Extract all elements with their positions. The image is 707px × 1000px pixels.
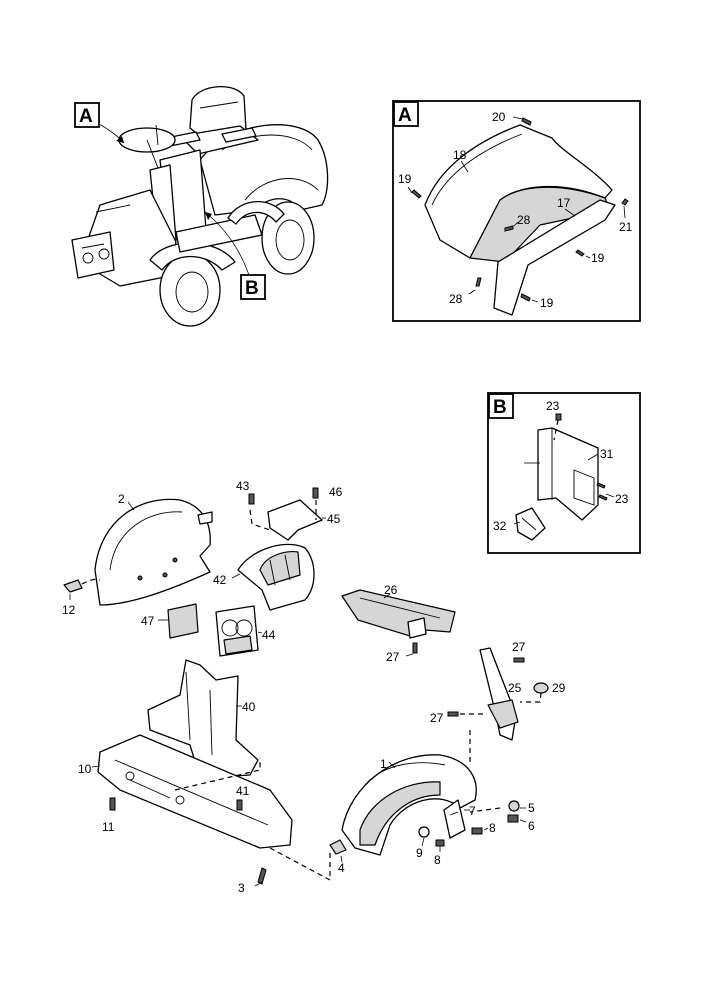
inset-a: A xyxy=(392,100,641,322)
part-12-clip xyxy=(63,578,101,600)
part-label: 43 xyxy=(236,479,250,493)
part-label: 41 xyxy=(236,784,250,798)
callout-b-label: B xyxy=(245,278,259,299)
part-label: 26 xyxy=(384,583,398,597)
part-45-cover xyxy=(249,499,326,541)
part-label: 23 xyxy=(615,492,629,506)
part-label: 44 xyxy=(262,628,276,642)
part-label: 21 xyxy=(619,220,633,234)
part-number-labels: 1 2 3 4 5 6 7 8 8 9 10 11 12 17 18 19 19… xyxy=(62,110,633,895)
part-4-clip xyxy=(329,839,347,863)
part-label: 4 xyxy=(338,861,345,875)
callout-b-overview: B xyxy=(204,211,266,300)
part-label: 27 xyxy=(512,640,526,654)
part-label: 19 xyxy=(540,296,554,310)
callout-a-overview: A xyxy=(74,102,125,144)
part-label: 28 xyxy=(449,292,463,306)
part-40-shroud xyxy=(147,659,259,779)
part-label: 28 xyxy=(517,213,531,227)
screws-43-46 xyxy=(248,487,319,505)
inset-b: B xyxy=(487,392,641,554)
part-label: 9 xyxy=(416,846,423,860)
part-label: 27 xyxy=(386,650,400,664)
callout-a-label: A xyxy=(79,106,93,127)
part-42-cowl xyxy=(231,543,315,611)
part-26-trim xyxy=(341,589,456,657)
part-44-panel xyxy=(215,605,263,657)
tractor-overview xyxy=(71,85,329,327)
part-label: 29 xyxy=(552,681,566,695)
part-label: 3 xyxy=(238,881,245,895)
inset-b-label: B xyxy=(493,397,507,418)
part-label: 6 xyxy=(528,819,535,833)
part-label: 27 xyxy=(430,711,444,725)
part-label: 31 xyxy=(600,447,614,461)
inset-a-label: A xyxy=(398,105,412,126)
part-10-bumper xyxy=(91,734,331,881)
part-label: 20 xyxy=(492,110,506,124)
part-label: 12 xyxy=(62,603,76,617)
part-7-bracket xyxy=(443,799,470,839)
part-label: 40 xyxy=(242,700,256,714)
hardware-5-6-8-9 xyxy=(418,800,527,852)
part-label: 11 xyxy=(102,820,115,834)
part-label: 8 xyxy=(434,853,441,867)
part-label: 25 xyxy=(508,681,522,695)
part-25-rail xyxy=(447,647,549,762)
part-label: 7 xyxy=(469,804,476,818)
part-label: 19 xyxy=(591,251,605,265)
part-label: 18 xyxy=(453,148,467,162)
part-label: 46 xyxy=(329,485,343,499)
part-label: 47 xyxy=(141,614,155,628)
screws-11-41-3 xyxy=(109,797,267,887)
part-label: 10 xyxy=(78,762,92,776)
part-label: 8 xyxy=(489,821,496,835)
part-47-pad xyxy=(158,603,199,639)
part-label: 5 xyxy=(528,801,535,815)
part-1-fender xyxy=(341,754,477,856)
part-label: 42 xyxy=(213,573,227,587)
part-label: 32 xyxy=(493,519,507,533)
part-label: 23 xyxy=(546,399,560,413)
part-label: 17 xyxy=(557,196,571,210)
part-label: 19 xyxy=(398,172,412,186)
part-label: 45 xyxy=(327,512,341,526)
part-label: 1 xyxy=(380,757,387,771)
part-label: 2 xyxy=(118,492,125,506)
part-2-fender xyxy=(94,498,213,606)
